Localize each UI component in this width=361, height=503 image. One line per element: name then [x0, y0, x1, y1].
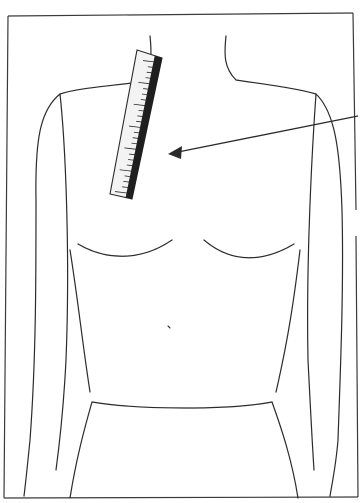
arm-left-outer — [24, 94, 60, 496]
shoulder-right — [236, 80, 316, 94]
pointer-arrow — [168, 116, 358, 159]
arm-left-inner — [56, 94, 68, 470]
side-right — [276, 250, 300, 392]
torso-outline — [24, 36, 343, 498]
ruler — [110, 50, 162, 199]
hip-right — [272, 402, 298, 498]
bust-right — [204, 240, 294, 258]
frame — [4, 13, 358, 498]
arm-right-inner — [308, 94, 316, 470]
side-left — [70, 250, 90, 392]
center-mark — [168, 326, 170, 328]
arm-right-outer — [316, 94, 343, 496]
shoulder-left — [60, 82, 140, 94]
waist-line — [92, 402, 272, 408]
bust-left — [78, 240, 172, 256]
neck-right — [225, 36, 236, 80]
arrowhead — [168, 146, 182, 159]
hip-left — [70, 402, 92, 498]
